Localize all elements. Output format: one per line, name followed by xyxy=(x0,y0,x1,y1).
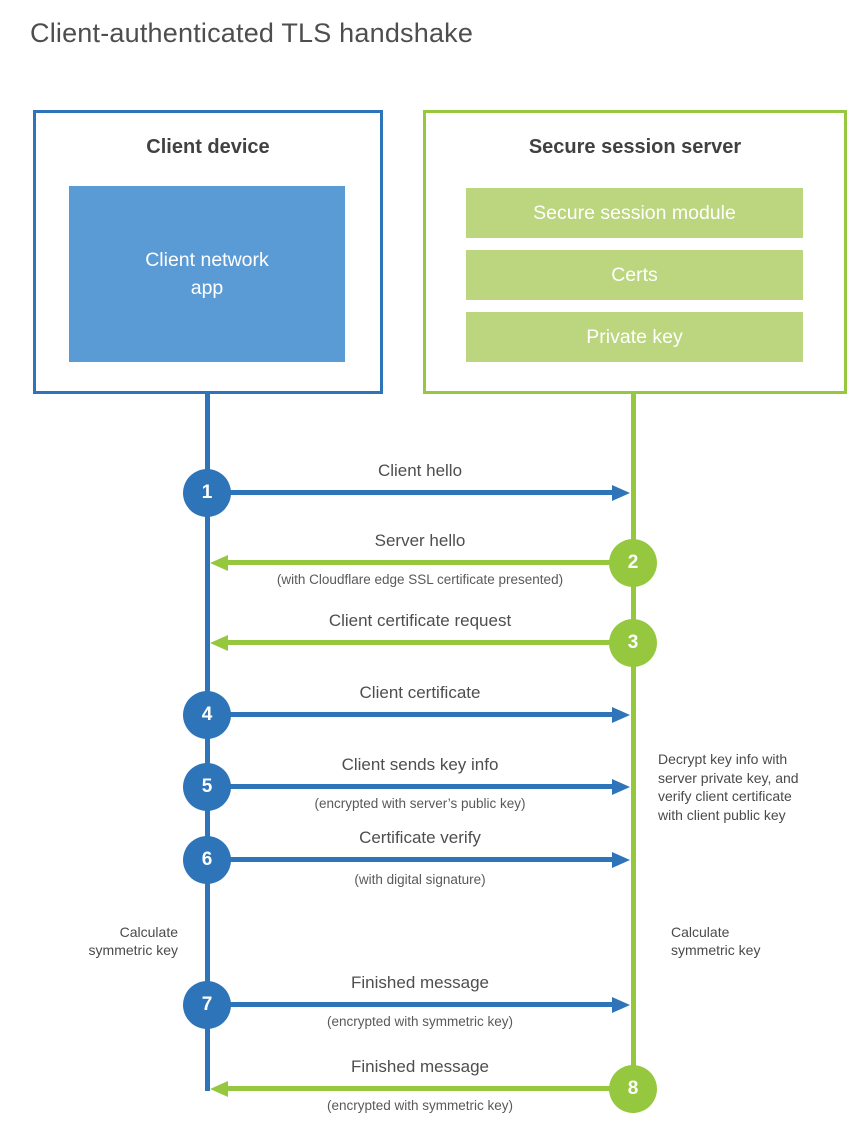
step-1-label: Client hello xyxy=(377,461,463,480)
step-7-arrow xyxy=(207,1002,612,1007)
page-title: Client-authenticated TLS handshake xyxy=(30,18,474,48)
step-1-number: 1 xyxy=(183,469,231,517)
step-7-arrowhead-icon xyxy=(612,997,630,1013)
step-5-label: Client sends key info xyxy=(341,755,499,774)
step-4-arrowhead-icon xyxy=(612,707,630,723)
step-6-arrow xyxy=(207,857,612,862)
server-module-secure-session: Secure session module xyxy=(466,188,803,238)
step-7-number: 7 xyxy=(183,981,231,1029)
secure-session-server-title: Secure session server xyxy=(528,136,742,158)
step-1-arrow xyxy=(207,490,612,495)
step-3-arrow xyxy=(226,640,633,645)
client-network-app-block: Client network app xyxy=(69,186,345,362)
client-device-title: Client device xyxy=(146,136,270,158)
step-8-subtitle: (encrypted with symmetric key) xyxy=(326,1098,514,1113)
server-decrypt-note: Decrypt key info with server private key… xyxy=(658,751,799,823)
step-1-arrowhead-icon xyxy=(612,485,630,501)
step-5-arrowhead-icon xyxy=(612,779,630,795)
server-calculate-key-note: Calculate symmetric key xyxy=(671,924,761,959)
step-2-subtitle: (with Cloudflare edge SSL certificate pr… xyxy=(276,572,564,587)
step-2-label: Server hello xyxy=(374,531,466,550)
step-3-number: 3 xyxy=(609,619,657,667)
step-3-label: Client certificate request xyxy=(328,611,512,630)
step-4-label: Client certificate xyxy=(359,683,481,702)
step-5-subtitle: (encrypted with server’s public key) xyxy=(314,796,526,811)
step-6-arrowhead-icon xyxy=(612,852,630,868)
step-5-number: 5 xyxy=(183,763,231,811)
step-8-number: 8 xyxy=(609,1065,657,1113)
step-3-arrowhead-icon xyxy=(210,635,228,651)
server-module-certs: Certs xyxy=(466,250,803,300)
step-4-arrow xyxy=(207,712,612,717)
client-lifeline xyxy=(205,394,210,1091)
step-6-number: 6 xyxy=(183,836,231,884)
step-7-subtitle: (encrypted with symmetric key) xyxy=(326,1014,514,1029)
step-8-arrowhead-icon xyxy=(210,1081,228,1097)
step-2-arrow xyxy=(226,560,633,565)
server-lifeline xyxy=(631,394,636,1089)
client-calculate-key-note: Calculate symmetric key xyxy=(88,924,178,959)
step-2-number: 2 xyxy=(609,539,657,587)
step-5-arrow xyxy=(207,784,612,789)
step-6-label: Certificate verify xyxy=(359,828,481,847)
step-4-number: 4 xyxy=(183,691,231,739)
step-8-arrow xyxy=(226,1086,633,1091)
step-7-label: Finished message xyxy=(351,973,489,992)
step-8-label: Finished message xyxy=(351,1057,489,1076)
step-2-arrowhead-icon xyxy=(210,555,228,571)
step-6-subtitle: (with digital signature) xyxy=(354,872,486,887)
server-module-private-key: Private key xyxy=(466,312,803,362)
